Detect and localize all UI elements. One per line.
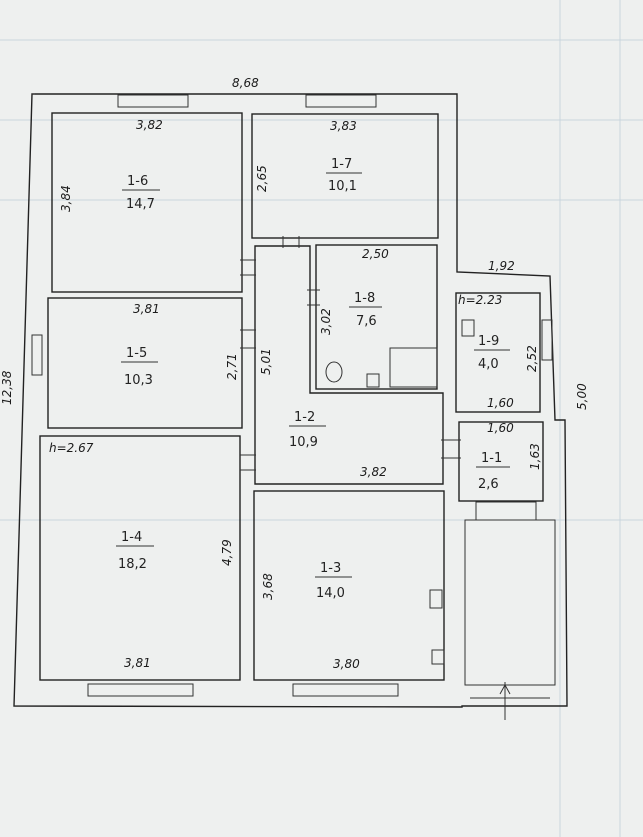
dim-top-width: 8,68 <box>232 76 259 90</box>
room-id-1-1: 1-1 <box>481 451 502 466</box>
room-dim-1-6-width: 3,82 <box>136 118 163 132</box>
room-dim-1-7-height: 2,65 <box>255 165 269 192</box>
room-id-1-4: 1-4 <box>121 530 142 545</box>
outer-walls <box>13 93 568 708</box>
room-dim-1-2-width: 3,82 <box>360 465 387 479</box>
room-1-2 <box>254 245 444 485</box>
dim-right-height: 5,00 <box>575 383 589 410</box>
dim-left-height: 12,38 <box>0 370 14 405</box>
room-1-9 <box>455 292 541 413</box>
room-area-1-3: 14,0 <box>316 586 345 601</box>
room-dim-1-4-height: 4,79 <box>220 539 234 566</box>
doors <box>240 236 511 720</box>
room-1-1 <box>458 421 544 502</box>
room-1-5 <box>47 297 243 429</box>
room-dim-1-8-width: 2,50 <box>362 247 389 261</box>
room-1-6 <box>51 112 243 293</box>
room-area-1-2: 10,9 <box>289 435 318 450</box>
room-1-3 <box>253 490 445 681</box>
room-id-1-3: 1-3 <box>320 561 341 576</box>
room-id-1-9: 1-9 <box>478 334 499 349</box>
room-id-1-8: 1-8 <box>354 291 375 306</box>
room-area-1-4: 18,2 <box>118 557 147 572</box>
room-id-1-6: 1-6 <box>127 174 148 189</box>
room-id-1-7: 1-7 <box>331 157 352 172</box>
room-area-1-1: 2,6 <box>478 477 499 492</box>
room-height-1-4: h=2.67 <box>49 441 94 455</box>
room-dim-1-6-height: 3,84 <box>59 185 73 212</box>
windows <box>31 94 553 697</box>
room-id-1-5: 1-5 <box>126 346 147 361</box>
room-dim-1-5-height: 2,71 <box>225 353 239 380</box>
room-dim-1-9-width: 1,60 <box>487 396 514 410</box>
room-1-8 <box>315 244 438 390</box>
room-dim-1-4-width: 3,81 <box>124 656 151 670</box>
room-dim-1-1-width: 1,60 <box>487 421 514 435</box>
room-area-1-7: 10,1 <box>328 179 357 194</box>
room-height-1-9: h=2.23 <box>458 293 502 307</box>
room-1-4 <box>39 435 241 681</box>
room-dim-1-3-height: 3,68 <box>261 573 275 600</box>
room-area-1-5: 10,3 <box>124 373 153 388</box>
room-dim-1-3-width: 3,80 <box>333 657 360 671</box>
room-area-1-8: 7,6 <box>356 314 377 329</box>
room-dim-1-8-height: 3,02 <box>319 308 333 335</box>
room-dim-1-5-width: 3,81 <box>133 302 160 316</box>
room-dim-1-7-width: 3,83 <box>330 119 357 133</box>
room-dim-1-2-height: 5,01 <box>259 348 273 375</box>
dim-step-width: 1,92 <box>488 259 515 273</box>
room-1-7 <box>251 113 439 239</box>
room-area-1-9: 4,0 <box>478 357 499 372</box>
room-id-1-2: 1-2 <box>294 410 315 425</box>
room-dim-1-9-height: 2,52 <box>525 345 539 372</box>
porch <box>464 519 556 699</box>
room-dim-1-1-height: 1,63 <box>528 443 542 470</box>
room-area-1-6: 14,7 <box>126 197 155 212</box>
